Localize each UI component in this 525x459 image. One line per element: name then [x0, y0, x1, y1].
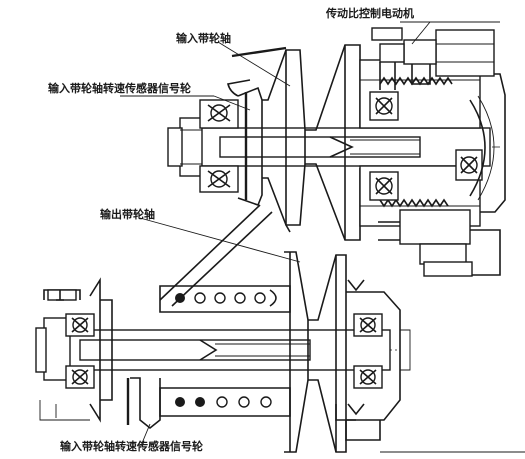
bearing-top-right — [369, 91, 399, 121]
bearing-bottom-left — [199, 165, 239, 193]
label-output-pulley-shaft: 输出带轮轴 — [100, 207, 155, 221]
output-bearing-top-right — [353, 313, 383, 337]
belt-link — [159, 204, 291, 307]
output-bearing-bottom-left — [65, 365, 95, 389]
speed-sensor-signal-wheel-bottom — [130, 377, 161, 430]
output-movable-sheave — [284, 251, 309, 453]
rack-gear-top — [379, 76, 453, 86]
ratio-control-motor — [371, 27, 495, 90]
leader-lines — [120, 21, 500, 449]
output-bearing-bottom-right — [353, 365, 383, 389]
output-bearing-top-left — [65, 313, 95, 337]
output-cylinder-top — [159, 285, 291, 313]
input-fixed-sheave — [262, 49, 306, 226]
bearing-bottom-right — [369, 171, 399, 201]
label-input-speed-sensor-wheel-top: 输入带轮轴转速传感器信号轮 — [48, 81, 191, 95]
label-input-pulley-shaft: 输入带轮轴 — [176, 31, 231, 45]
output-fixed-sheave — [308, 254, 347, 453]
rack-gear-bottom — [379, 198, 449, 208]
bearing-far-right — [455, 149, 483, 181]
input-pulley-assembly — [167, 27, 506, 277]
label-ratio-control-motor: 传动比控制电动机 — [325, 6, 414, 20]
speed-sensor-signal-wheel-top — [237, 86, 263, 207]
bearing-top-left — [199, 99, 239, 129]
output-pulley-assembly — [35, 251, 411, 453]
output-cylinder-bottom — [159, 387, 291, 417]
label-input-speed-sensor-wheel-bottom: 输入带轮轴转速传感器信号轮 — [60, 439, 203, 453]
